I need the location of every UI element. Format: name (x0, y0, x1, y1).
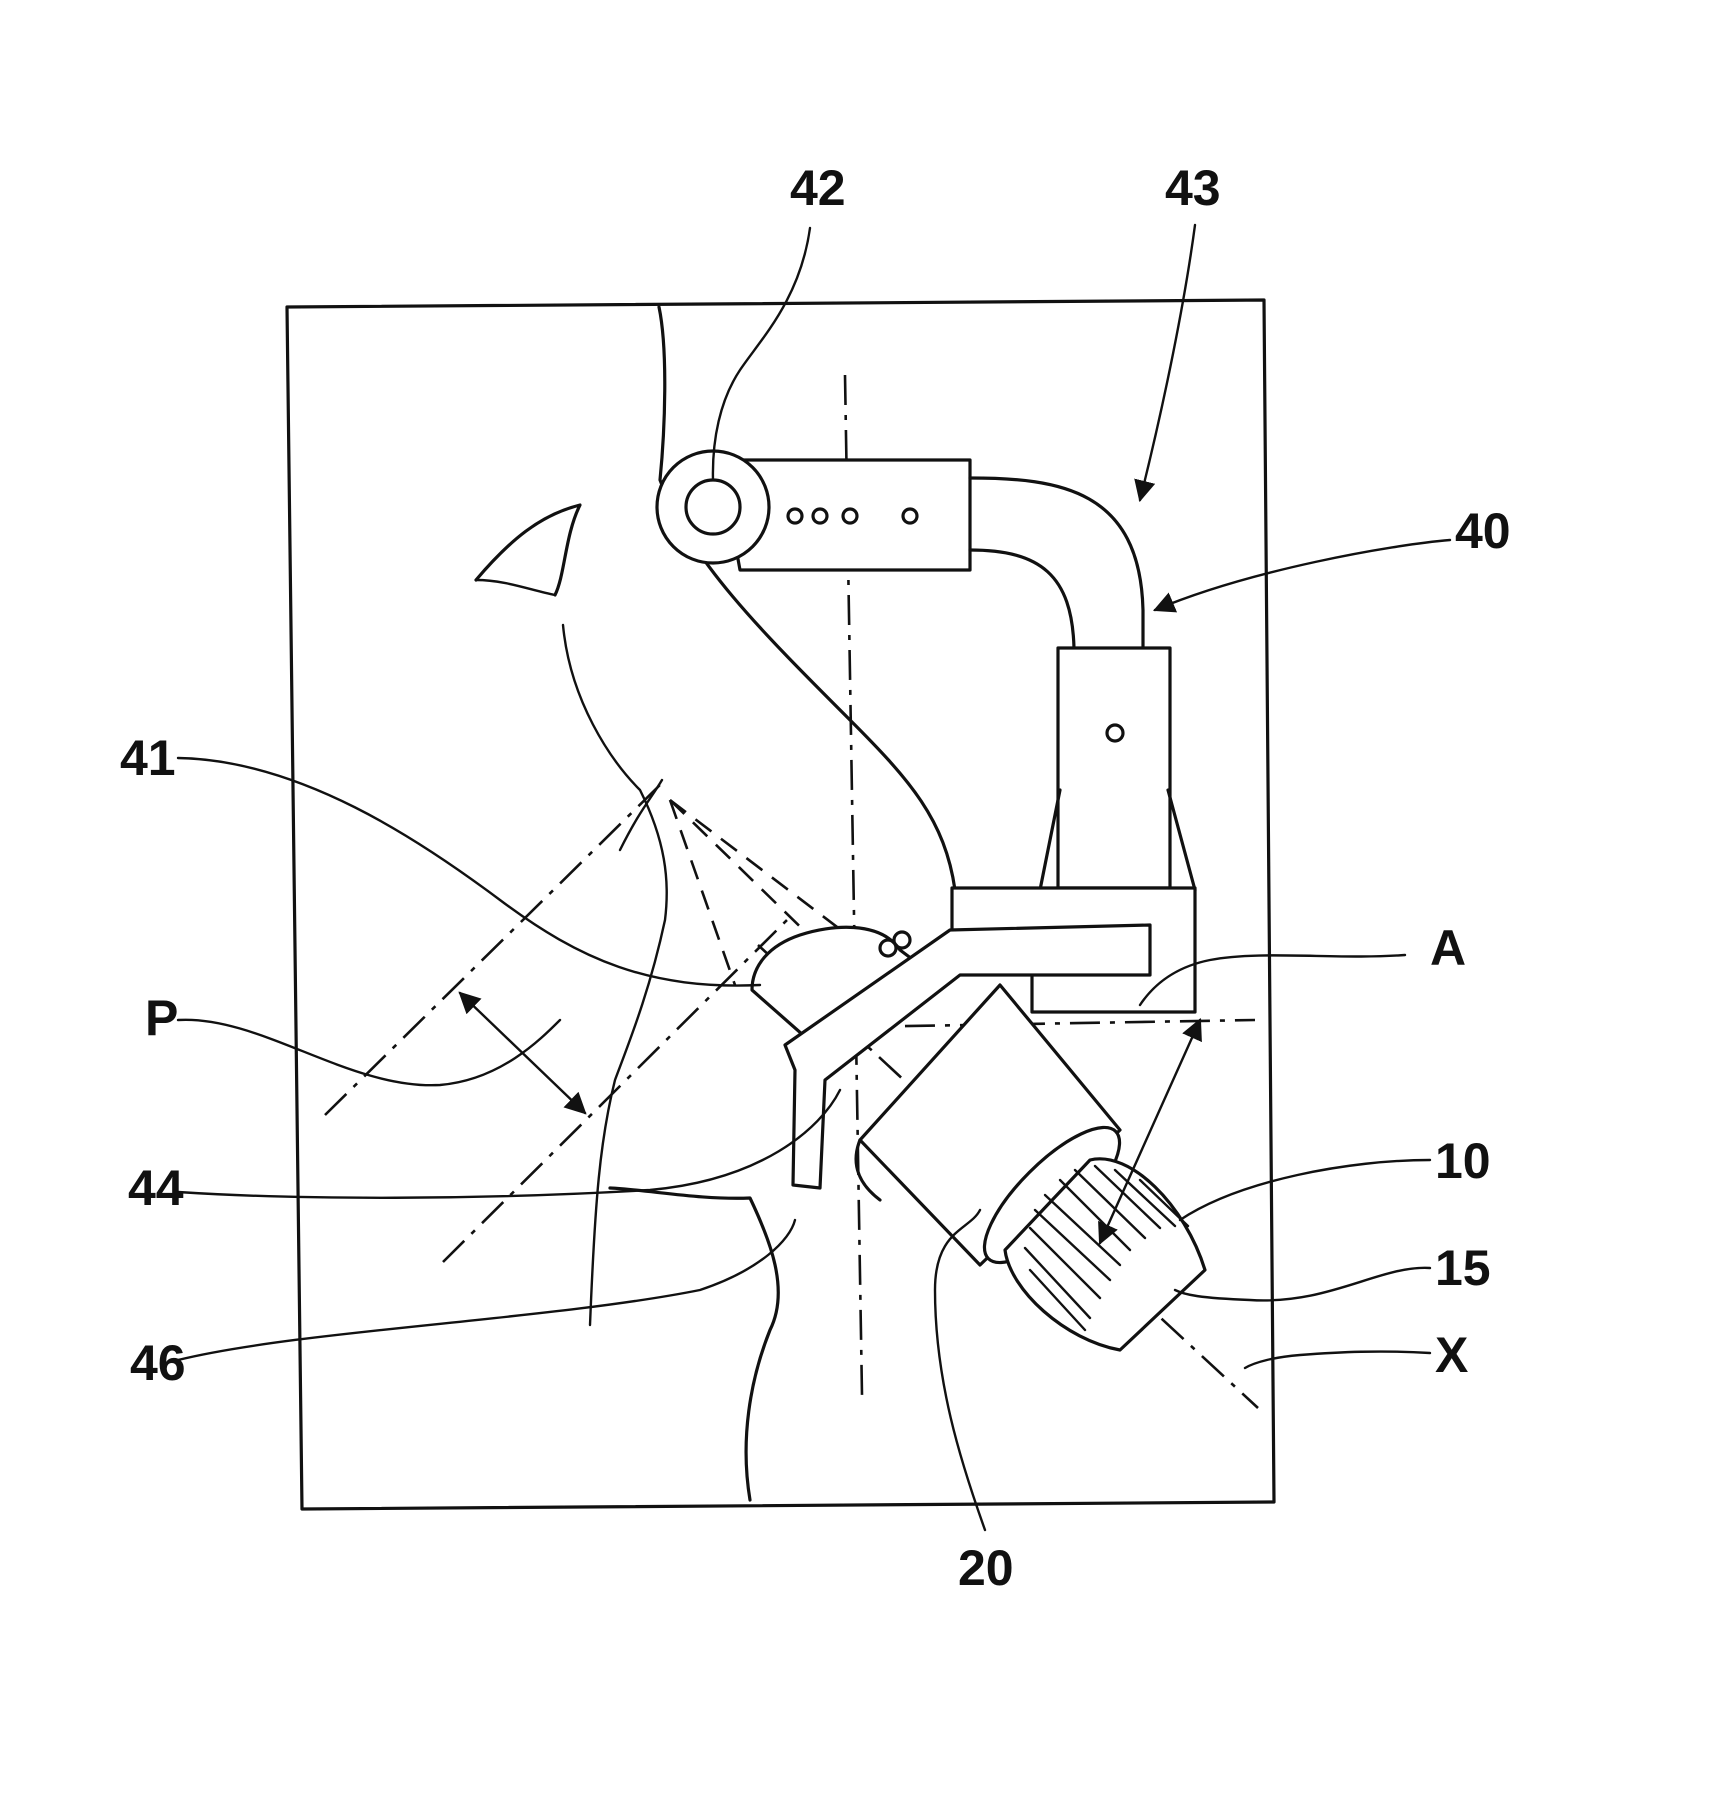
label-44: 44 (128, 1160, 184, 1216)
label-43: 43 (1165, 160, 1221, 216)
label-A: A (1430, 920, 1466, 976)
label-X: X (1435, 1327, 1468, 1383)
label-40: 40 (1455, 503, 1511, 559)
label-15: 15 (1435, 1240, 1491, 1296)
label-10: 10 (1435, 1133, 1491, 1189)
label-42: 42 (790, 160, 846, 216)
label-41: 41 (120, 730, 176, 786)
leader-lines (178, 225, 1450, 1530)
label-P: P (145, 990, 178, 1046)
plane-p-lines (325, 780, 787, 1262)
label-20: 20 (958, 1540, 1014, 1596)
label-46: 46 (130, 1335, 186, 1391)
